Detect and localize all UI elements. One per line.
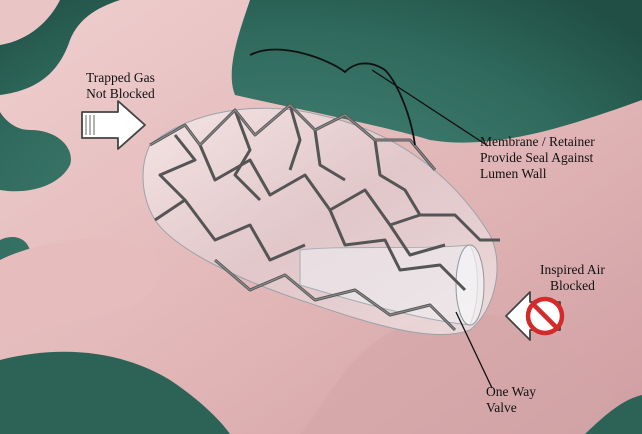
inspired-air-label-line1: Inspired Air <box>540 262 605 278</box>
trapped-gas-label: Trapped Gas Not Blocked <box>86 70 155 102</box>
inspired-air-label-line2: Blocked <box>540 278 605 294</box>
one-way-valve-label-line1: One Way <box>486 384 536 400</box>
membrane-label-line2: Provide Seal Against <box>480 150 595 166</box>
membrane-label-line1: Membrane / Retainer <box>480 134 595 150</box>
inspired-air-label: Inspired Air Blocked <box>540 262 605 294</box>
membrane-label-line3: Lumen Wall <box>480 166 595 182</box>
one-way-valve-label-line2: Valve <box>486 400 536 416</box>
trapped-gas-label-line1: Trapped Gas <box>86 70 155 86</box>
no-entry-icon <box>528 299 562 333</box>
one-way-valve-label: One Way Valve <box>486 384 536 416</box>
trapped-gas-label-line2: Not Blocked <box>86 86 155 102</box>
membrane-label: Membrane / Retainer Provide Seal Against… <box>480 134 595 182</box>
